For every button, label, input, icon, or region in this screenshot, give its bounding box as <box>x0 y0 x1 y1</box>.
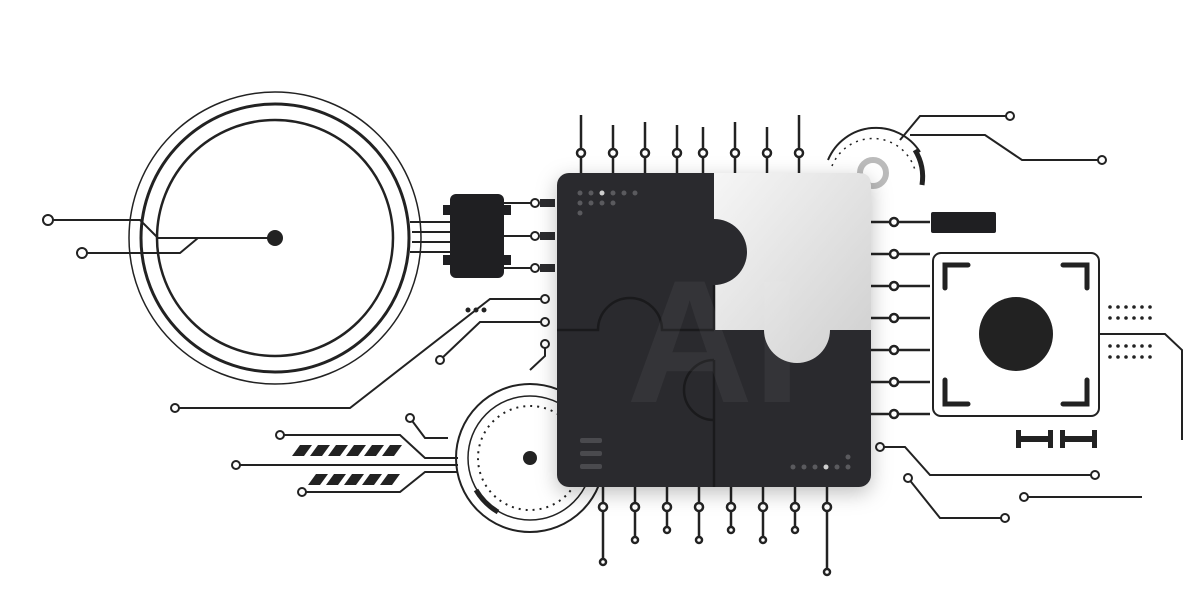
left-leads <box>170 294 550 439</box>
chip-watermark: AI <box>627 245 802 440</box>
small-chip <box>443 194 555 278</box>
stripe-leads <box>231 430 458 497</box>
right-dots <box>1108 305 1152 359</box>
bottom-pins <box>597 485 833 577</box>
puzzle-chip-pieces: AI <box>557 173 871 487</box>
chip-dots-top <box>577 190 638 216</box>
light-puzzle-piece <box>714 173 871 363</box>
top-right-gauge <box>827 111 1107 189</box>
dark-bar <box>931 212 996 233</box>
left-ring-group <box>42 91 452 385</box>
hatch-stripes <box>292 445 402 485</box>
right-leads <box>875 333 1183 523</box>
lens-icon <box>979 297 1053 371</box>
right-pins <box>870 216 930 420</box>
chip-dots-bottom <box>790 454 851 470</box>
capacitor-icons <box>1016 430 1097 448</box>
chip-menu-icon <box>580 438 602 469</box>
camera-sensor <box>932 252 1100 417</box>
top-pins <box>575 115 805 175</box>
